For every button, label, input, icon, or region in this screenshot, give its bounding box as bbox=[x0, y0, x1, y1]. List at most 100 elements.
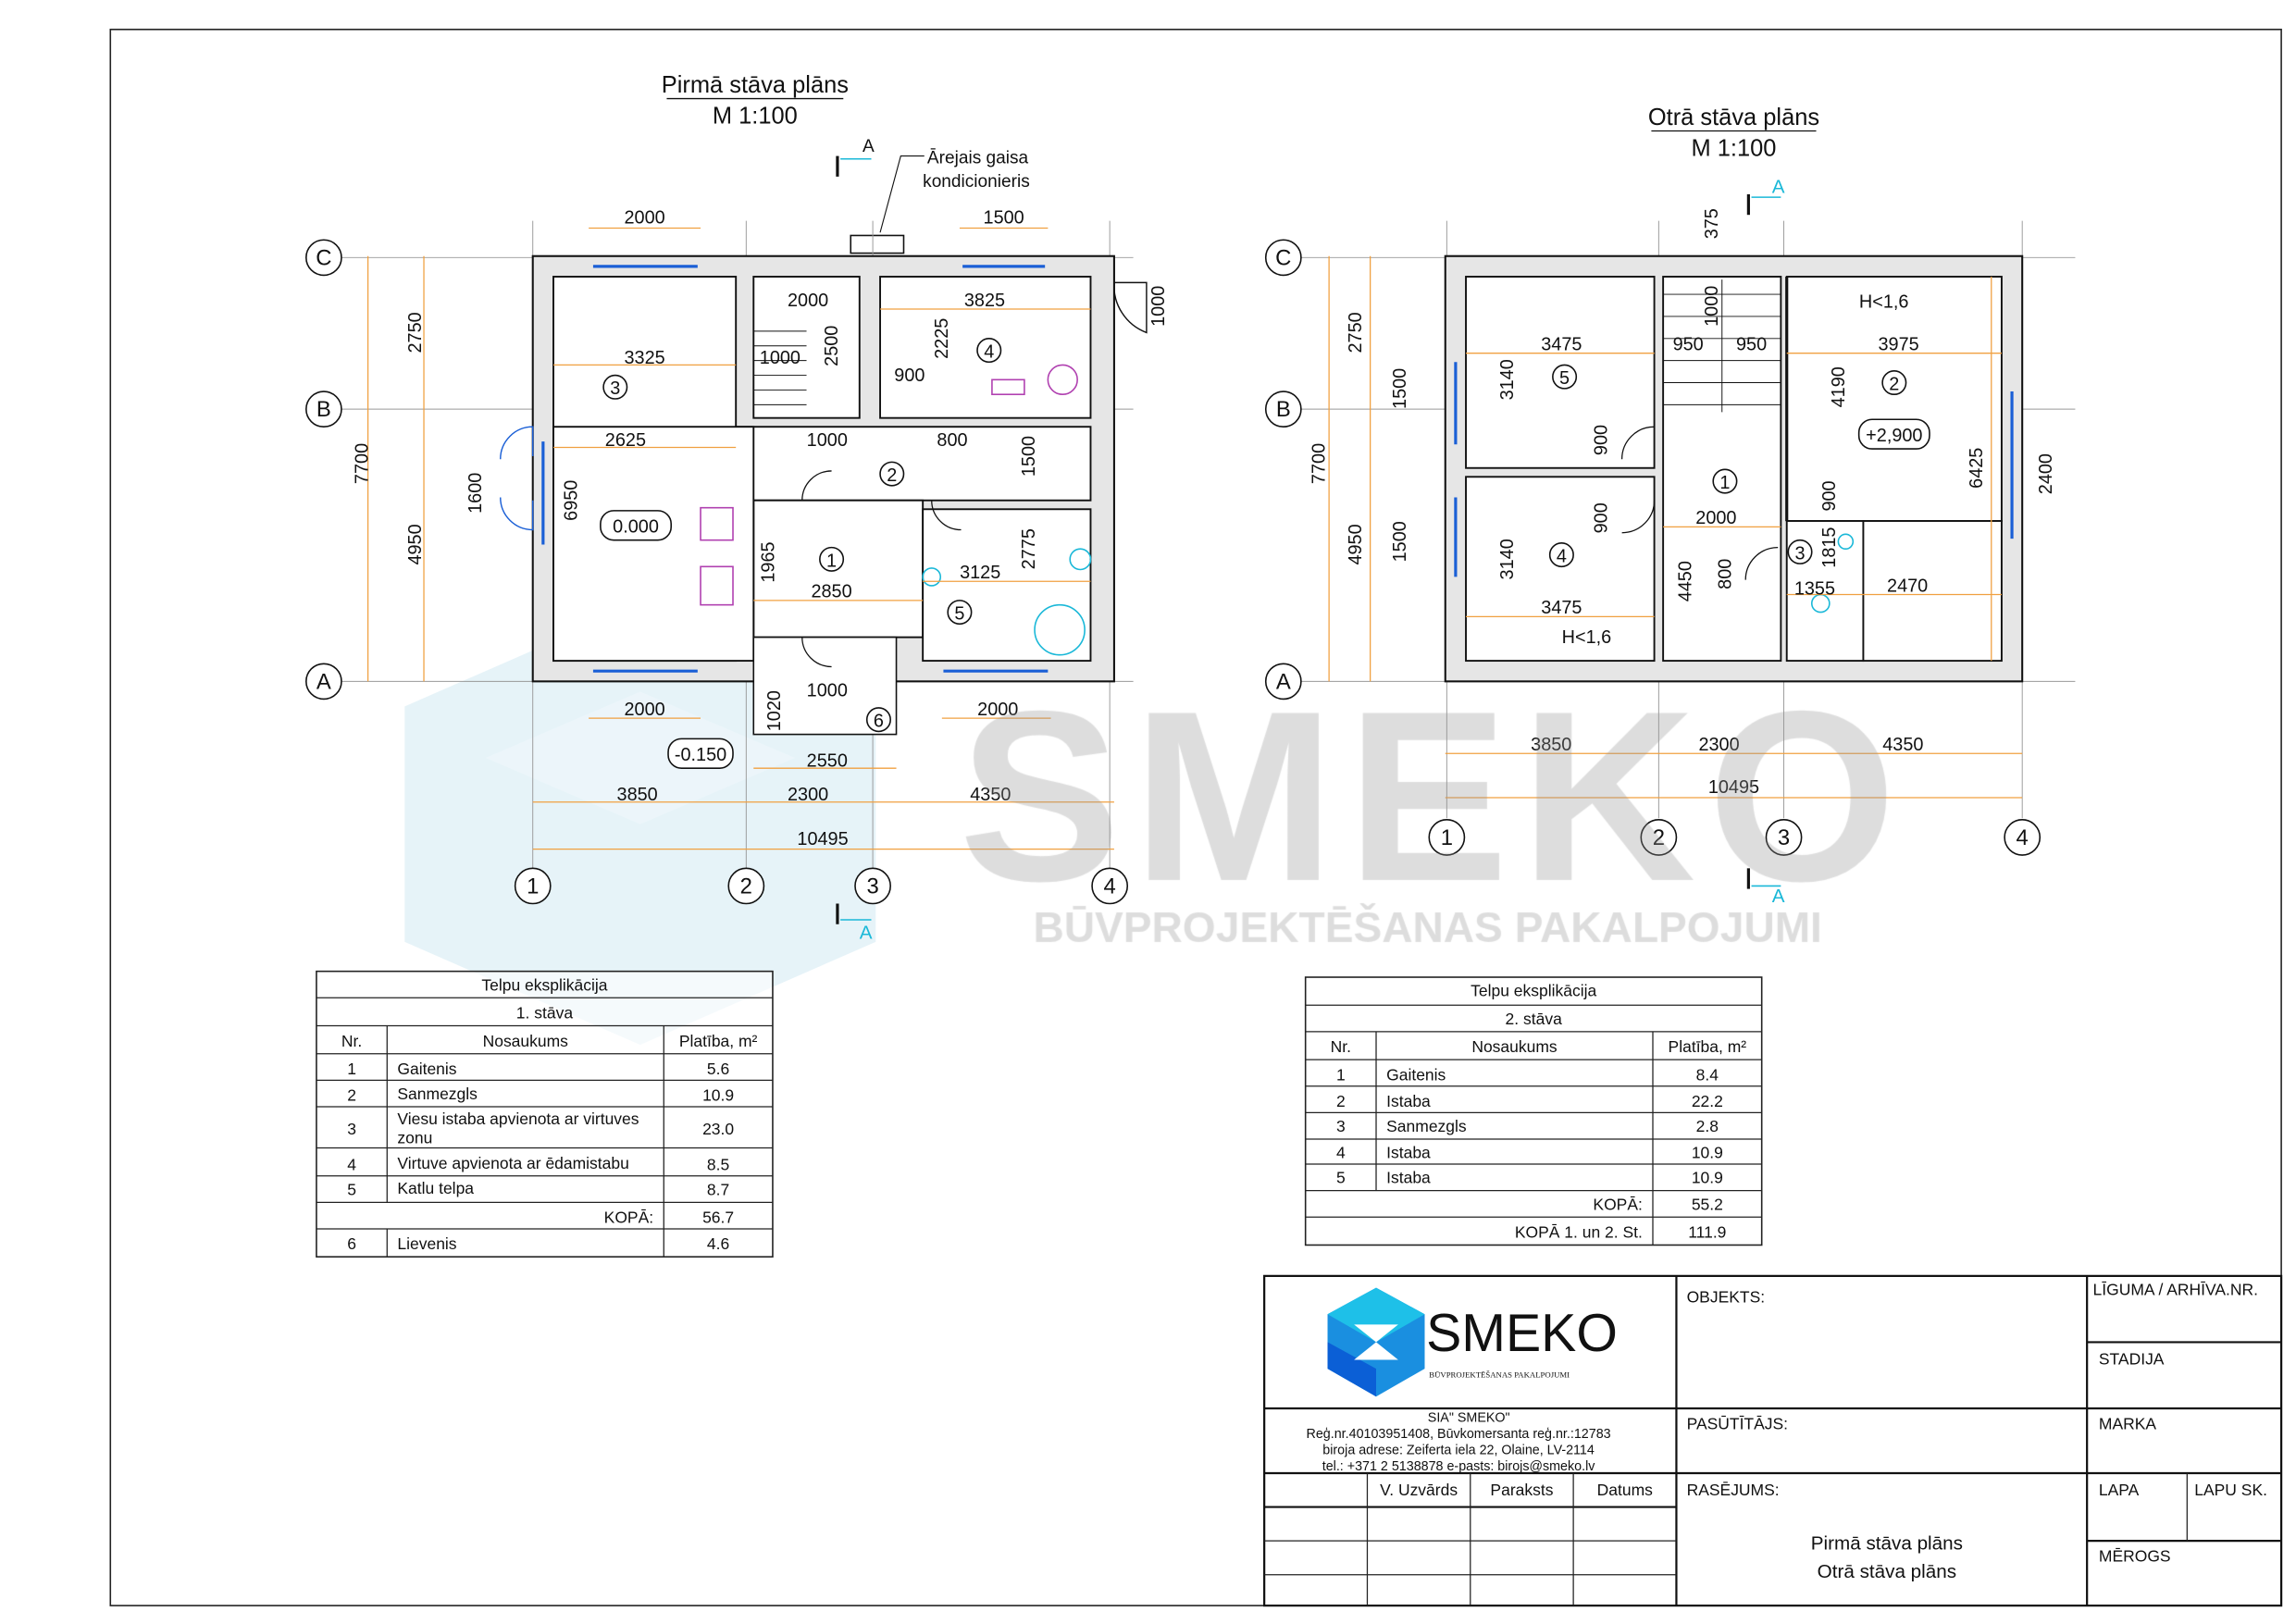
ac-unit bbox=[850, 234, 905, 254]
dim: 2750 bbox=[405, 312, 426, 353]
dim: 2000 bbox=[624, 700, 664, 720]
dim: 2625 bbox=[605, 430, 646, 451]
dim: 2470 bbox=[1887, 576, 1928, 596]
height-note: H<1,6 bbox=[1859, 291, 1909, 312]
svg-text:Katlu telpa: Katlu telpa bbox=[397, 1179, 474, 1197]
company-reg: Reģ.nr.40103951408, Būvkomersanta reģ.nr… bbox=[1307, 1427, 1611, 1442]
dim: 3140 bbox=[1497, 359, 1518, 400]
svg-text:4: 4 bbox=[1336, 1144, 1346, 1162]
dim: 3975 bbox=[1879, 335, 1919, 355]
exterior-door-left[interactable] bbox=[500, 426, 534, 531]
dim: 1000 bbox=[1148, 286, 1169, 327]
section-mark-bottom: A bbox=[860, 923, 873, 944]
ac-label-2: kondicionieris bbox=[923, 172, 1030, 192]
room-number: 2 bbox=[1889, 374, 1899, 394]
svg-text:Gaitenis: Gaitenis bbox=[397, 1060, 456, 1078]
svg-text:4: 4 bbox=[347, 1155, 356, 1173]
table-title: Telpu eksplikācija bbox=[1471, 982, 1596, 1000]
level-mark: -0.150 bbox=[675, 745, 726, 765]
svg-text:1: 1 bbox=[1336, 1065, 1346, 1084]
svg-text:Sanmezgls: Sanmezgls bbox=[1386, 1117, 1467, 1135]
col-header: Nr. bbox=[341, 1032, 362, 1050]
dim: 2400 bbox=[2036, 453, 2056, 494]
pasutitajs-label: PASŪTĪTĀJS: bbox=[1687, 1414, 1788, 1432]
svg-text:Lievenis: Lievenis bbox=[397, 1234, 456, 1253]
axis-label: A bbox=[316, 669, 331, 694]
axis-label: 3 bbox=[1778, 825, 1790, 850]
axis-label: 3 bbox=[866, 874, 878, 899]
svg-text:Virtuve apvienota ar ēdamistab: Virtuve apvienota ar ēdamistabu bbox=[397, 1154, 628, 1172]
dim: 2000 bbox=[1695, 508, 1736, 528]
exterior-door-right[interactable] bbox=[1113, 281, 1148, 334]
dim: 1000 bbox=[1702, 286, 1722, 327]
dim: 1000 bbox=[760, 348, 800, 368]
svg-text:10.9: 10.9 bbox=[1692, 1144, 1723, 1162]
svg-text:22.2: 22.2 bbox=[1692, 1092, 1723, 1110]
dim: 3475 bbox=[1541, 598, 1582, 618]
col-header: Nosaukums bbox=[483, 1032, 569, 1050]
svg-text:Istaba: Istaba bbox=[1386, 1169, 1431, 1187]
svg-text:2: 2 bbox=[1336, 1092, 1346, 1110]
dim: 3825 bbox=[964, 291, 1005, 311]
dim: 1815 bbox=[1819, 527, 1840, 568]
svg-text:10.9: 10.9 bbox=[1692, 1169, 1723, 1187]
dim: 1500 bbox=[1019, 436, 1039, 477]
dim: 4450 bbox=[1675, 561, 1695, 601]
dim: 4950 bbox=[405, 524, 426, 564]
drawing-name: Otrā stāva plāns bbox=[1818, 1561, 1956, 1582]
axis-label: 4 bbox=[1104, 874, 1116, 899]
dim: 2300 bbox=[1698, 735, 1739, 755]
dim: 900 bbox=[1819, 480, 1840, 511]
svg-text:10.9: 10.9 bbox=[702, 1086, 734, 1105]
dim: 2000 bbox=[624, 208, 664, 229]
dim: 900 bbox=[894, 366, 925, 386]
plan2-scale: M 1:100 bbox=[1692, 136, 1777, 162]
svg-text:Sanmezgls: Sanmezgls bbox=[397, 1085, 478, 1103]
dim: 4350 bbox=[970, 785, 1011, 805]
svg-text:3: 3 bbox=[347, 1120, 356, 1138]
smeko-logo: SMEKO BŪVPROJEKTĒŠANAS PAKALPOJUMI bbox=[1327, 1287, 1618, 1397]
svg-text:6: 6 bbox=[347, 1234, 356, 1253]
axis-label: B bbox=[316, 397, 331, 422]
svg-text:8.7: 8.7 bbox=[707, 1180, 729, 1198]
dim: 1500 bbox=[1390, 521, 1410, 562]
dim: 7700 bbox=[353, 443, 373, 484]
axis-label: 2 bbox=[1653, 825, 1665, 850]
dim: 3125 bbox=[960, 563, 1000, 583]
sign-header: Datums bbox=[1597, 1481, 1653, 1499]
plan2-title: Otrā stāva plāns bbox=[1648, 105, 1819, 130]
dim: 4350 bbox=[1882, 735, 1923, 755]
dim: 3850 bbox=[1531, 735, 1571, 755]
dim: 1000 bbox=[807, 430, 848, 451]
room-number: 5 bbox=[1559, 368, 1570, 389]
dim: 2000 bbox=[788, 291, 828, 311]
lapa-label: LAPA bbox=[2099, 1481, 2140, 1499]
plan1-scale: M 1:100 bbox=[713, 104, 798, 130]
axis-label: 2 bbox=[740, 874, 752, 899]
level-mark: 0.000 bbox=[613, 517, 659, 538]
lapu-sk-label: LAPU SK. bbox=[2194, 1481, 2267, 1499]
dim: 3140 bbox=[1497, 539, 1518, 579]
dim: 2500 bbox=[822, 326, 842, 366]
dim: 1355 bbox=[1794, 579, 1835, 600]
room-number: 6 bbox=[874, 712, 884, 732]
room-table-floor-1: Telpu eksplikācija 1. stāva Nr. Nosaukum… bbox=[316, 970, 774, 1258]
col-header: Nr. bbox=[1331, 1037, 1351, 1056]
dim: 2300 bbox=[788, 785, 828, 805]
svg-text:Istaba: Istaba bbox=[1386, 1144, 1431, 1162]
dim: 950 bbox=[1736, 335, 1767, 355]
second-floor-plan: Otrā stāva plāns M 1:100 375 bbox=[1264, 105, 2076, 907]
axis-label: C bbox=[1275, 245, 1291, 270]
axis-label: A bbox=[1276, 669, 1291, 694]
marka-label: MARKA bbox=[2099, 1414, 2157, 1432]
svg-text:3: 3 bbox=[1336, 1117, 1346, 1135]
axis-label: 1 bbox=[1441, 825, 1453, 850]
dim: 2775 bbox=[1019, 528, 1039, 569]
col-header: Nosaukums bbox=[1471, 1037, 1558, 1056]
table-floor: 1. stāva bbox=[516, 1004, 574, 1023]
svg-text:Gaitenis: Gaitenis bbox=[1386, 1065, 1446, 1084]
section-mark-top: A bbox=[863, 137, 875, 156]
dim: 375 bbox=[1702, 208, 1722, 239]
total-value: 55.2 bbox=[1692, 1195, 1723, 1213]
dim: 4950 bbox=[1346, 524, 1366, 564]
